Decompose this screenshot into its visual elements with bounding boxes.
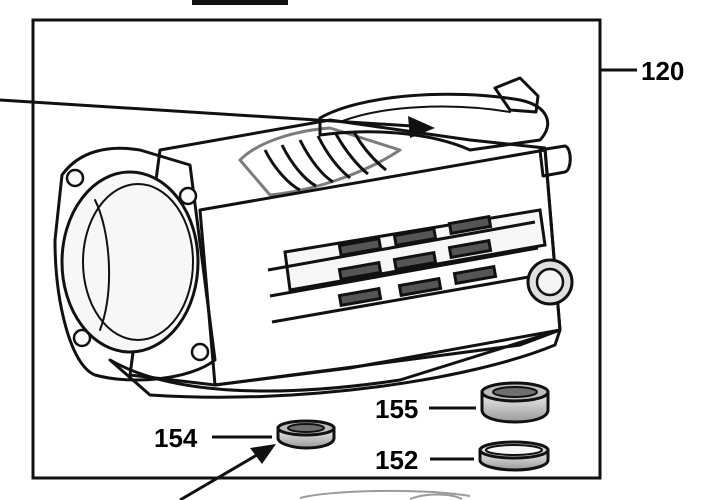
arrowhead-top [408, 116, 435, 138]
bearing-154 [276, 419, 336, 450]
arrow-shaft-bottom [179, 450, 263, 500]
housing-bore [60, 170, 200, 354]
diagram-frame [31, 18, 602, 480]
bearing-155 [480, 381, 550, 424]
cropped-parts-bottom [299, 489, 471, 500]
leader-lines [0, 68, 637, 500]
ring-152 [478, 440, 550, 472]
callout-154: 154 [154, 423, 198, 453]
callout-120: 120 [641, 56, 684, 86]
arrow-shaft-top [0, 98, 413, 128]
top-edge-fragment [192, 0, 288, 5]
gear-housing [53, 76, 574, 399]
vent-grille [267, 208, 547, 324]
flange-bolt-holes [65, 168, 210, 362]
arrowhead-bottom [250, 444, 276, 464]
side-boss [526, 258, 574, 306]
callout-155: 155 [375, 394, 418, 424]
callout-152: 152 [375, 445, 418, 475]
